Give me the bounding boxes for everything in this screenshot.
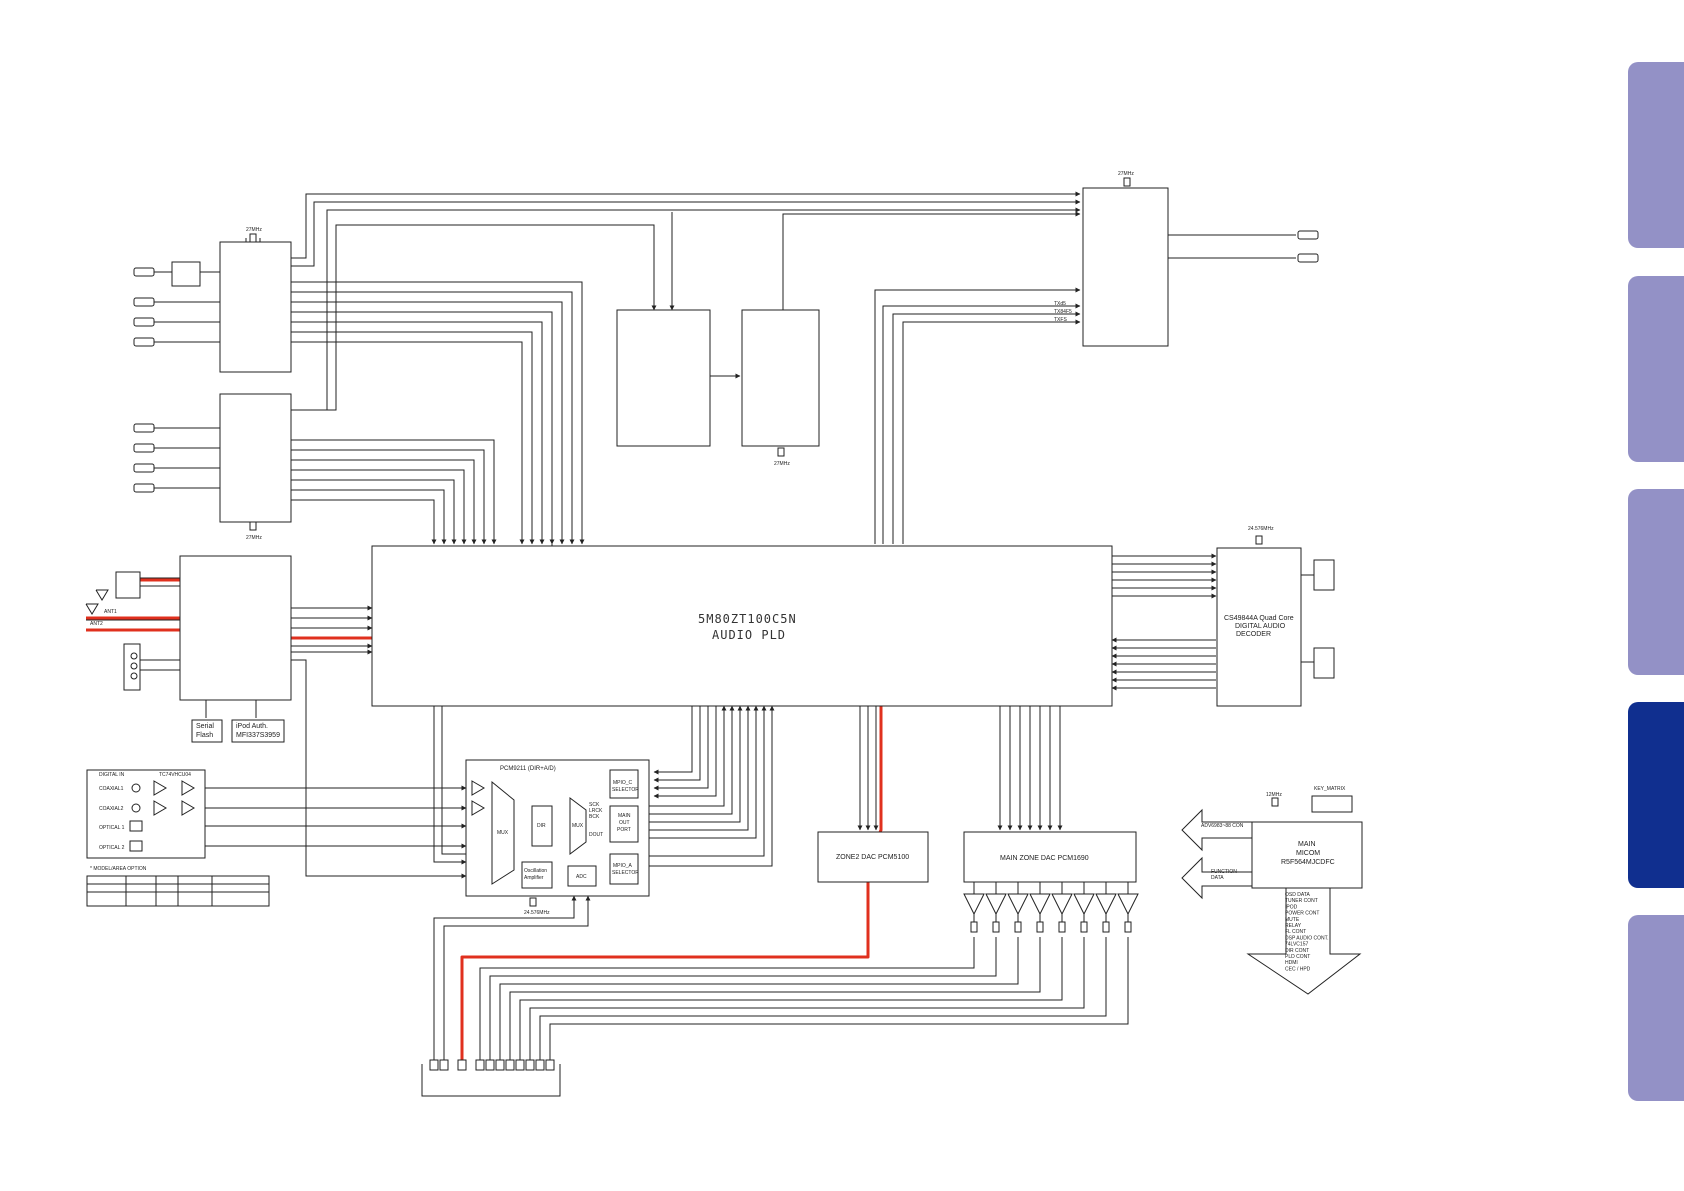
sck-label: BCK bbox=[589, 814, 600, 820]
digital-input-label: OPTICAL 1 bbox=[99, 825, 125, 831]
ipod-auth-label: iPod Auth. bbox=[236, 723, 268, 730]
micom-arrows bbox=[1181, 808, 1362, 995]
zone2-dac bbox=[817, 831, 929, 883]
mux-label: MUX bbox=[572, 823, 584, 829]
main-dac-label: MAIN ZONE DAC PCM1690 bbox=[1000, 855, 1089, 862]
micom-label: R5F564MJCDFC bbox=[1281, 859, 1335, 866]
micom-list-item: IPOD bbox=[1285, 904, 1298, 910]
dsp-label: DIGITAL AUDIO bbox=[1235, 623, 1286, 630]
hdmi-input-chip-2 bbox=[219, 393, 292, 523]
micom-label: MAIN bbox=[1298, 841, 1316, 848]
mpio-c-label: SELECTOR bbox=[612, 787, 639, 793]
digital-in-title: DIGITAL IN bbox=[99, 772, 125, 778]
digital-input-label: COAXIAL2 bbox=[99, 806, 124, 812]
crystal-label: 27MHz bbox=[774, 461, 790, 467]
side-tab-1[interactable] bbox=[1628, 62, 1684, 248]
crystal-oscillators bbox=[245, 177, 1279, 907]
dout-label: DOUT bbox=[589, 832, 603, 838]
output-amplifiers bbox=[963, 882, 1139, 933]
antenna-label: ANT2 bbox=[90, 621, 103, 627]
crystal-label: 24.576MHz bbox=[524, 910, 550, 916]
micom-list-item: HDMI bbox=[1285, 960, 1298, 966]
audio-pld bbox=[371, 545, 1113, 707]
crystal-label: 27MHz bbox=[1118, 171, 1134, 177]
main-zone-dac bbox=[963, 831, 1137, 883]
sck-label: LRCK bbox=[589, 808, 603, 814]
key-matrix bbox=[1311, 795, 1353, 813]
crystal-label: 27MHz bbox=[246, 227, 262, 233]
video-chip-1 bbox=[616, 309, 711, 447]
crystal-label: 24.576MHz bbox=[1248, 526, 1274, 532]
micom-list-item: POWER CONT bbox=[1285, 911, 1319, 917]
dsp-label: DECODER bbox=[1236, 631, 1271, 638]
mpio-a-label: MPIO_A bbox=[613, 863, 633, 869]
hdmi-output-chip bbox=[1082, 187, 1169, 347]
ipod-tuner-chip bbox=[179, 555, 292, 701]
tx-label: TX84F5 bbox=[1054, 309, 1072, 315]
dsp-label: CS49844A Quad Core bbox=[1224, 615, 1294, 622]
pcm9211-title: PCM9211 (DIR+A/D) bbox=[500, 766, 556, 772]
micom-list-item: CEC / HPD bbox=[1285, 966, 1311, 972]
signal-wires bbox=[86, 191, 1314, 1064]
crystal-label: 27MHz bbox=[246, 535, 262, 541]
side-tab-4[interactable] bbox=[1628, 702, 1684, 888]
adc-label: ADC bbox=[576, 874, 587, 880]
antenna-label: ANT1 bbox=[104, 609, 117, 615]
sck-label: SCK bbox=[589, 802, 600, 808]
side-tab-3[interactable] bbox=[1628, 489, 1684, 675]
flash-label: Serial bbox=[196, 723, 214, 730]
micom-list-item: MUTE bbox=[1285, 917, 1300, 923]
zone2-dac-label: ZONE2 DAC PCM5100 bbox=[836, 854, 909, 861]
digital-input-label: OPTICAL 2 bbox=[99, 845, 125, 851]
mux-label: MUX bbox=[497, 830, 509, 836]
micom-label: MICOM bbox=[1296, 850, 1320, 857]
blocks bbox=[86, 187, 1363, 897]
mpio-c-label: MPIO_C bbox=[613, 780, 633, 786]
osc-label: Amplifier bbox=[524, 875, 544, 881]
main-out-label: OUT bbox=[619, 820, 630, 826]
mpio-a-label: SELECTOR bbox=[612, 870, 639, 876]
tx-label: TXd5 bbox=[1054, 301, 1066, 307]
digital-input-label: COAXIAL1 bbox=[99, 786, 124, 792]
side-tab-5[interactable] bbox=[1628, 915, 1684, 1101]
arrow-label: DATA bbox=[1211, 875, 1224, 881]
dsp-chip bbox=[1216, 547, 1302, 707]
micom-list-item: PLD CONT bbox=[1285, 954, 1310, 960]
dir-label: DIR bbox=[537, 823, 546, 829]
osc-label: Oscillation bbox=[524, 868, 547, 874]
micom-list-item: TUNER CONT bbox=[1285, 898, 1318, 904]
arrow-label: FUNCTION bbox=[1211, 869, 1237, 875]
micom-list-item: DSP AUDIO CONT. bbox=[1285, 935, 1329, 941]
pld-part-number: 5M80ZT100C5N bbox=[698, 612, 797, 626]
micom-list-item: FL CONT bbox=[1285, 929, 1306, 935]
option-note: * MODEL/AREA OPTION bbox=[90, 866, 147, 872]
crystal-label: 12MHz bbox=[1266, 792, 1282, 798]
micom-list-item: 74LVC157 bbox=[1285, 942, 1308, 948]
model-option-table bbox=[86, 875, 270, 907]
serial-flash-chip bbox=[191, 719, 223, 743]
io-connectors bbox=[85, 230, 1319, 691]
bottom-output-connector bbox=[421, 1059, 561, 1097]
pld-title: AUDIO PLD bbox=[712, 628, 786, 642]
micom-list-item: DIR CONT bbox=[1285, 948, 1309, 954]
digital-in-chip: TC74VHCU04 bbox=[159, 772, 191, 778]
ipod-auth-label: MFI337S3959 bbox=[236, 732, 280, 739]
main-out-label: MAIN bbox=[618, 813, 631, 819]
flash-label: Flash bbox=[196, 732, 213, 739]
main-micom bbox=[1251, 821, 1363, 889]
hdmi-input-chip-1 bbox=[219, 241, 292, 373]
key-matrix-label: KEY_MATRIX bbox=[1314, 786, 1346, 792]
tx-label: TXFS bbox=[1054, 317, 1067, 323]
micom-list-item: RELAY bbox=[1285, 923, 1302, 929]
arrow-label: ADV6983~88 CON bbox=[1201, 823, 1244, 829]
micom-list-item: OSD DATA bbox=[1285, 892, 1310, 898]
ipod-auth-chip bbox=[231, 719, 285, 743]
main-out-label: PORT bbox=[617, 827, 631, 833]
side-tab-2[interactable] bbox=[1628, 276, 1684, 462]
video-chip-2 bbox=[741, 309, 820, 447]
